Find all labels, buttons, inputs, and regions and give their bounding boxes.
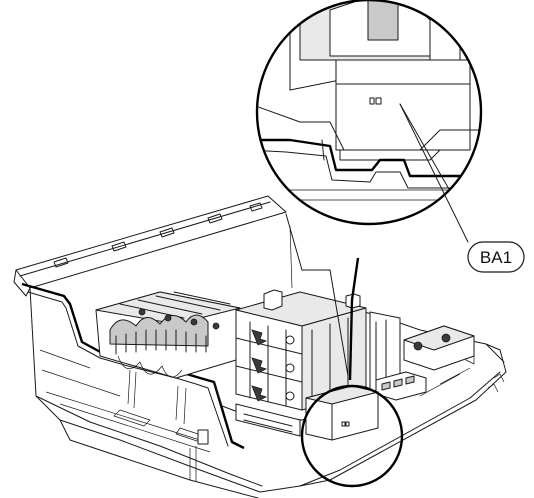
contactor-block (235, 289, 401, 411)
callout-label: BA1 (480, 248, 512, 267)
detail-circle-small (300, 384, 404, 488)
magnifier-leader-lines (285, 213, 360, 381)
magnified-detail-border (255, 0, 483, 226)
callout-ba1: BA1 (399, 103, 525, 273)
terminal-row-left (95, 291, 241, 482)
magnified-detail (257, 0, 481, 224)
right-components (235, 325, 475, 441)
callout-box (467, 241, 525, 273)
open-lid (13, 195, 287, 297)
